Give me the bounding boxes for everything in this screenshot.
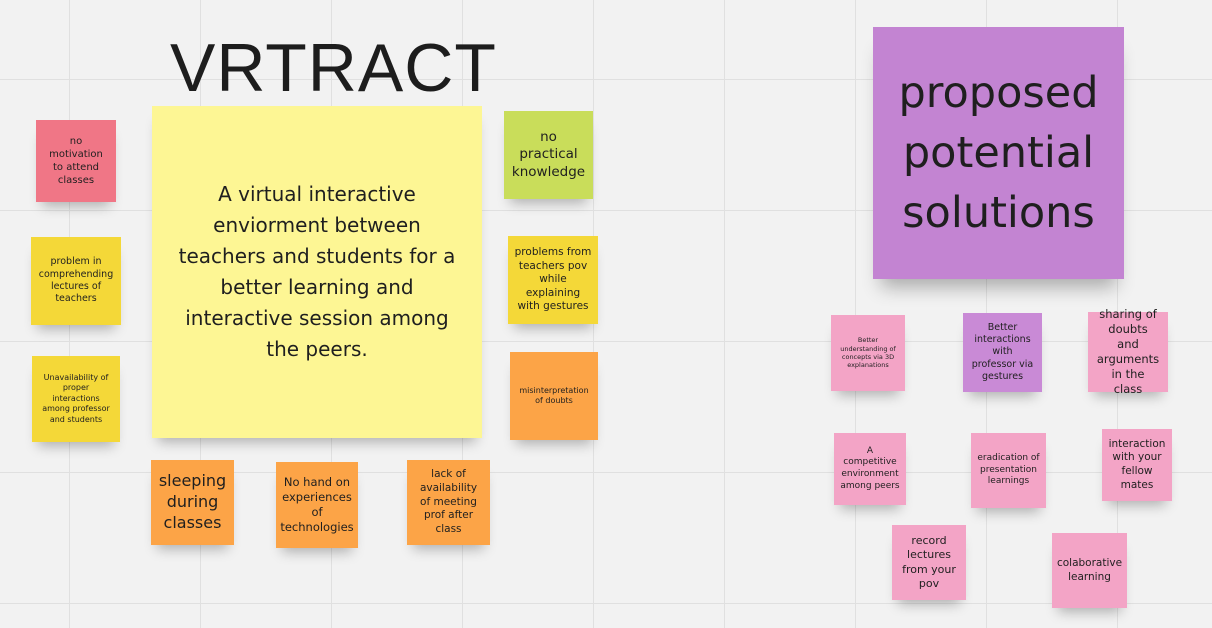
sticky-note-text: sharing of doubts and arguments in the c… — [1096, 307, 1160, 396]
sticky-note-problem[interactable]: misinterpretation of doubts — [510, 352, 598, 440]
sticky-note-main-idea[interactable]: A virtual interactive enviorment between… — [152, 106, 482, 438]
board-title[interactable]: VRTRACT — [170, 30, 497, 106]
sticky-note-text: A competitive environment among peers — [840, 445, 900, 491]
sticky-note-solution[interactable]: eradication of presentation learnings — [971, 433, 1046, 508]
sticky-note-text: No hand on experiences of technologies — [280, 475, 354, 534]
sticky-note-text: Better interactions with professor via g… — [971, 321, 1034, 383]
sticky-note-problem[interactable]: no motivation to attend classes — [36, 120, 116, 202]
sticky-note-problem[interactable]: Unavailability of proper interactions am… — [32, 356, 120, 442]
sticky-note-problem[interactable]: lack of availability of meeting prof aft… — [407, 460, 490, 545]
sticky-note-solution[interactable]: colaborative learning — [1052, 533, 1127, 608]
sticky-note-text: problems from teachers pov while explain… — [514, 245, 592, 313]
sticky-note-text: Better understanding of concepts via 3D … — [840, 336, 896, 370]
sticky-note-solution[interactable]: Better interactions with professor via g… — [963, 313, 1042, 392]
sticky-note-solutions-header[interactable]: proposed potential solutions — [873, 27, 1124, 279]
sticky-note-problem[interactable]: problem in comprehending lectures of tea… — [31, 237, 121, 325]
sticky-note-solution[interactable]: record lectures from your pov — [892, 525, 966, 600]
sticky-note-text: no motivation to attend classes — [49, 136, 103, 186]
sticky-note-text: sleeping during classes — [158, 471, 227, 532]
sticky-note-text: interaction with your fellow mates — [1108, 437, 1166, 491]
sticky-note-solution[interactable]: interaction with your fellow mates — [1102, 429, 1172, 501]
sticky-note-solution[interactable]: A competitive environment among peers — [834, 433, 906, 505]
sticky-note-text: misinterpretation of doubts — [519, 385, 589, 405]
sticky-note-problem[interactable]: no practical knowledge — [504, 111, 593, 199]
sticky-note-text: record lectures from your pov — [902, 533, 956, 590]
sticky-note-text: A virtual interactive enviorment between… — [178, 182, 456, 361]
sticky-note-text: lack of availability of meeting prof aft… — [419, 468, 478, 535]
sticky-note-text: no practical knowledge — [511, 128, 586, 180]
sticky-note-text: Unavailability of proper interactions am… — [42, 373, 110, 424]
sticky-note-solution[interactable]: sharing of doubts and arguments in the c… — [1088, 307, 1168, 396]
sticky-note-problem[interactable]: problems from teachers pov while explain… — [508, 236, 598, 324]
sticky-note-problem[interactable]: sleeping during classes — [151, 460, 234, 545]
sticky-note-text: colaborative learning — [1056, 556, 1123, 583]
sticky-note-text: problem in comprehending lectures of tea… — [38, 256, 114, 305]
sticky-note-text: eradication of presentation learnings — [977, 452, 1040, 487]
sticky-note-text: proposed potential solutions — [898, 67, 1099, 239]
sticky-note-solution[interactable]: Better understanding of concepts via 3D … — [831, 315, 905, 391]
sticky-note-problem[interactable]: No hand on experiences of technologies — [276, 462, 358, 548]
